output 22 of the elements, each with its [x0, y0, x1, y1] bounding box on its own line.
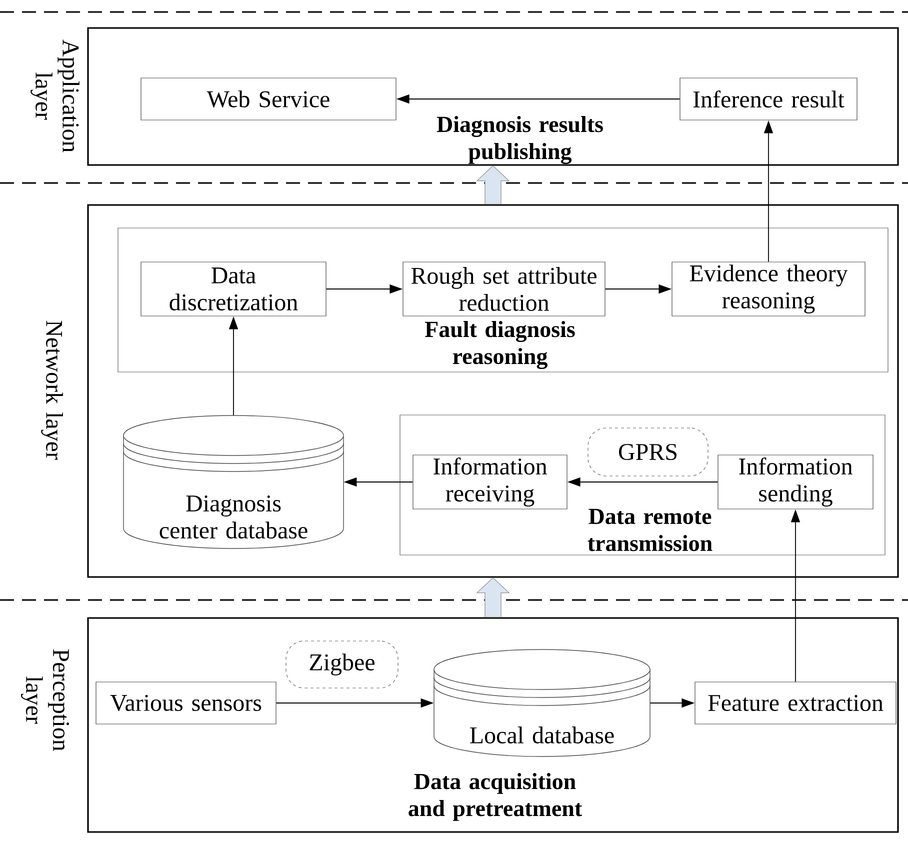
process-box: Evidence theory reasoning [672, 262, 866, 316]
section-heading: Data acquisition and pretreatment [408, 773, 582, 821]
block-arrow [476, 165, 510, 204]
layer-label: Application layer [30, 40, 80, 152]
process-box: Various sensors [96, 682, 276, 724]
database-cylinder: Local database [434, 649, 650, 757]
process-box: Web Service [140, 78, 396, 120]
layer-label: Network layer [41, 320, 63, 460]
process-box: Rough set attribute reduction [402, 262, 606, 316]
section-heading: Data remote transmission [588, 508, 712, 552]
process-box: Feature extraction [694, 682, 896, 724]
process-box: Data discretization [140, 262, 326, 316]
database-cylinder: Diagnosis center database [123, 415, 344, 549]
block-arrow [476, 577, 510, 618]
section-heading: Fault diagnosis reasoning [424, 320, 575, 370]
layer-label: Perception layer [20, 649, 70, 751]
protocol-bubble: Zigbee [286, 640, 398, 688]
protocol-bubble: GPRS [588, 428, 708, 476]
process-box: Inference result [680, 78, 858, 120]
process-box: Information sending [718, 454, 874, 510]
process-box: Information receiving [412, 454, 568, 510]
section-heading: Diagnosis results publishing [436, 116, 603, 164]
